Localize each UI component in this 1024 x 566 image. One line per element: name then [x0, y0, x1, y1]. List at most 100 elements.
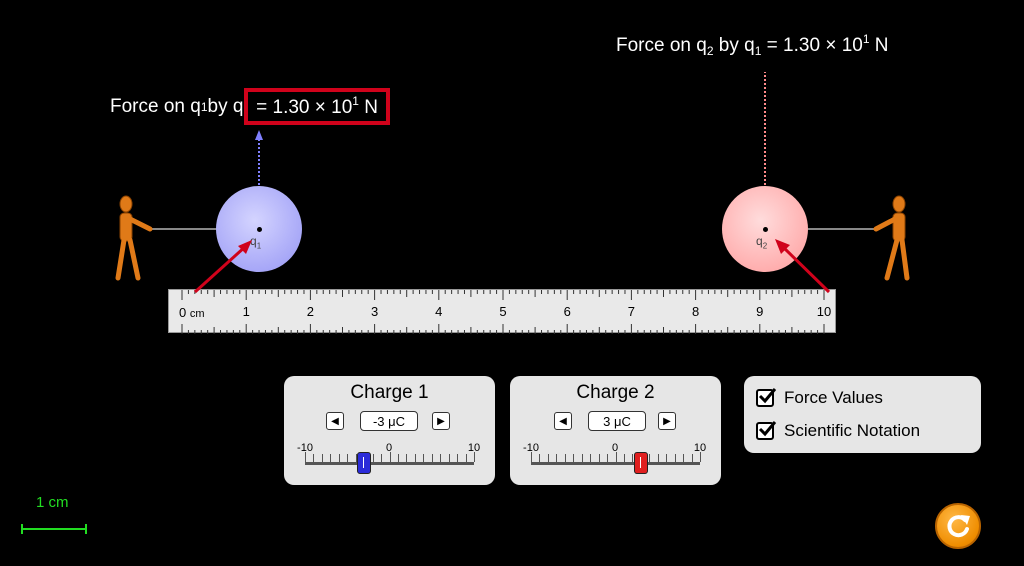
slider-tick: [338, 454, 340, 462]
charge-q2-label: q2: [756, 234, 768, 251]
right-triangle-icon: ▶: [663, 415, 671, 427]
force-values-label: Force Values: [784, 388, 883, 407]
scale-label: 1 cm: [36, 494, 69, 511]
charge2-max-label: 10: [693, 442, 707, 454]
slider-track[interactable]: [531, 462, 700, 465]
charge-center-dot: [763, 227, 768, 232]
ruler-number: 7: [627, 304, 636, 319]
ruler-number: 4: [435, 304, 443, 319]
slider-tick: [573, 454, 575, 462]
reset-icon: [947, 515, 970, 538]
slider-thumb[interactable]: [633, 452, 648, 474]
slider-tick: [564, 454, 566, 462]
charge1-panel: Charge 1 ◀ -3 μC ▶ -10 0 10: [284, 376, 495, 485]
reset-button[interactable]: [935, 503, 981, 549]
slider-tick: [666, 454, 668, 462]
ruler-number: 2: [306, 304, 315, 319]
puller-figure-right: [873, 195, 910, 281]
charge2-mid-label: 0: [611, 442, 619, 454]
slider-tick: [649, 454, 651, 462]
slider-tick: [474, 452, 475, 462]
charge1-decrement-button[interactable]: ◀: [326, 412, 344, 430]
slider-tick: [615, 452, 617, 462]
slider-tick: [423, 454, 425, 462]
scientific-notation-checkbox[interactable]: [756, 421, 777, 440]
slider-tick: [305, 452, 306, 462]
scientific-notation-option[interactable]: Scientific Notation: [756, 421, 920, 441]
slider-tick: [431, 454, 433, 462]
slider-tick: [330, 454, 332, 462]
slider-tick: [414, 454, 416, 462]
charge2-decrement-button[interactable]: ◀: [554, 412, 572, 430]
charge2-value: 3 μC: [588, 411, 646, 431]
force-value-highlight: = 1.30 × 101 N: [244, 88, 390, 125]
slider-tick: [457, 454, 459, 462]
left-triangle-icon: ◀: [559, 415, 567, 427]
slider-tick: [355, 454, 357, 462]
charge2-min-label: -10: [523, 442, 539, 454]
slider-tick: [389, 452, 391, 462]
ruler-number: 1: [242, 304, 250, 319]
right-triangle-icon: ▶: [437, 415, 445, 427]
scientific-notation-label: Scientific Notation: [784, 421, 921, 440]
charge1-mid-label: 0: [385, 442, 393, 454]
ruler-ticks: [181, 290, 825, 334]
charge1-increment-button[interactable]: ▶: [432, 412, 450, 430]
checkmark-icon: [758, 388, 777, 404]
ruler-number: 8: [691, 304, 700, 319]
slider-tick: [691, 454, 693, 462]
ruler[interactable]: 0 cm 1 2 3 4 5 6 7 8 9 10: [168, 289, 836, 334]
slider-tick: [623, 454, 625, 462]
slider-tick: [465, 454, 467, 462]
scale-bar: [21, 524, 87, 534]
slider-tick: [556, 454, 558, 462]
charge1-slider[interactable]: [305, 452, 475, 474]
slider-tick: [531, 452, 532, 462]
slider-tick: [657, 454, 659, 462]
slider-tick: [632, 454, 634, 462]
ruler-number: 9: [756, 304, 764, 319]
slider-tick: [607, 454, 609, 462]
charge-center-dot: [257, 227, 262, 232]
slider-tick: [313, 454, 315, 462]
charge1-title: Charge 1: [350, 382, 429, 403]
force-label-q1: Force on q1 by q2 = 1.30 × 101 N: [110, 88, 390, 125]
ruler-number: 10: [816, 304, 832, 319]
slider-tick: [406, 454, 408, 462]
slider-tick: [381, 454, 383, 462]
left-triangle-icon: ◀: [331, 415, 339, 427]
slider-tick: [347, 454, 349, 462]
force-label-q2: Force on q2 by q1 = 1.30 × 101 N: [616, 32, 889, 58]
slider-tick: [547, 454, 549, 462]
force-values-option[interactable]: Force Values: [756, 388, 883, 408]
charge1-max-label: 10: [467, 442, 481, 454]
slider-tick: [590, 454, 592, 462]
ruler-number: 6: [563, 304, 571, 319]
puller-figure-left: [115, 195, 153, 281]
charge1-value: -3 μC: [360, 411, 418, 431]
ruler-zero-label: 0 cm: [179, 305, 205, 320]
charge2-panel: Charge 2 ◀ 3 μC ▶ -10 0 10: [510, 376, 721, 485]
slider-tick: [674, 454, 676, 462]
slider-tick: [683, 454, 685, 462]
slider-track[interactable]: [305, 462, 474, 465]
slider-tick: [581, 454, 583, 462]
checkmark-icon: [758, 421, 777, 437]
charge-q2[interactable]: q2: [722, 186, 808, 272]
charge-q1[interactable]: q1: [216, 186, 302, 272]
slider-thumb[interactable]: [357, 452, 372, 474]
charge2-increment-button[interactable]: ▶: [658, 412, 676, 430]
charge-q1-label: q1: [250, 234, 262, 251]
slider-tick: [598, 454, 600, 462]
charge1-min-label: -10: [297, 442, 313, 454]
charge2-slider[interactable]: [531, 452, 701, 474]
slider-tick: [372, 454, 374, 462]
force-values-checkbox[interactable]: [756, 388, 777, 407]
slider-tick: [321, 454, 323, 462]
slider-tick: [539, 454, 541, 462]
ruler-number: 3: [370, 304, 379, 319]
options-panel: Force Values Scientific Notation: [744, 376, 981, 453]
ruler-number: 5: [499, 304, 507, 319]
slider-tick: [440, 454, 442, 462]
